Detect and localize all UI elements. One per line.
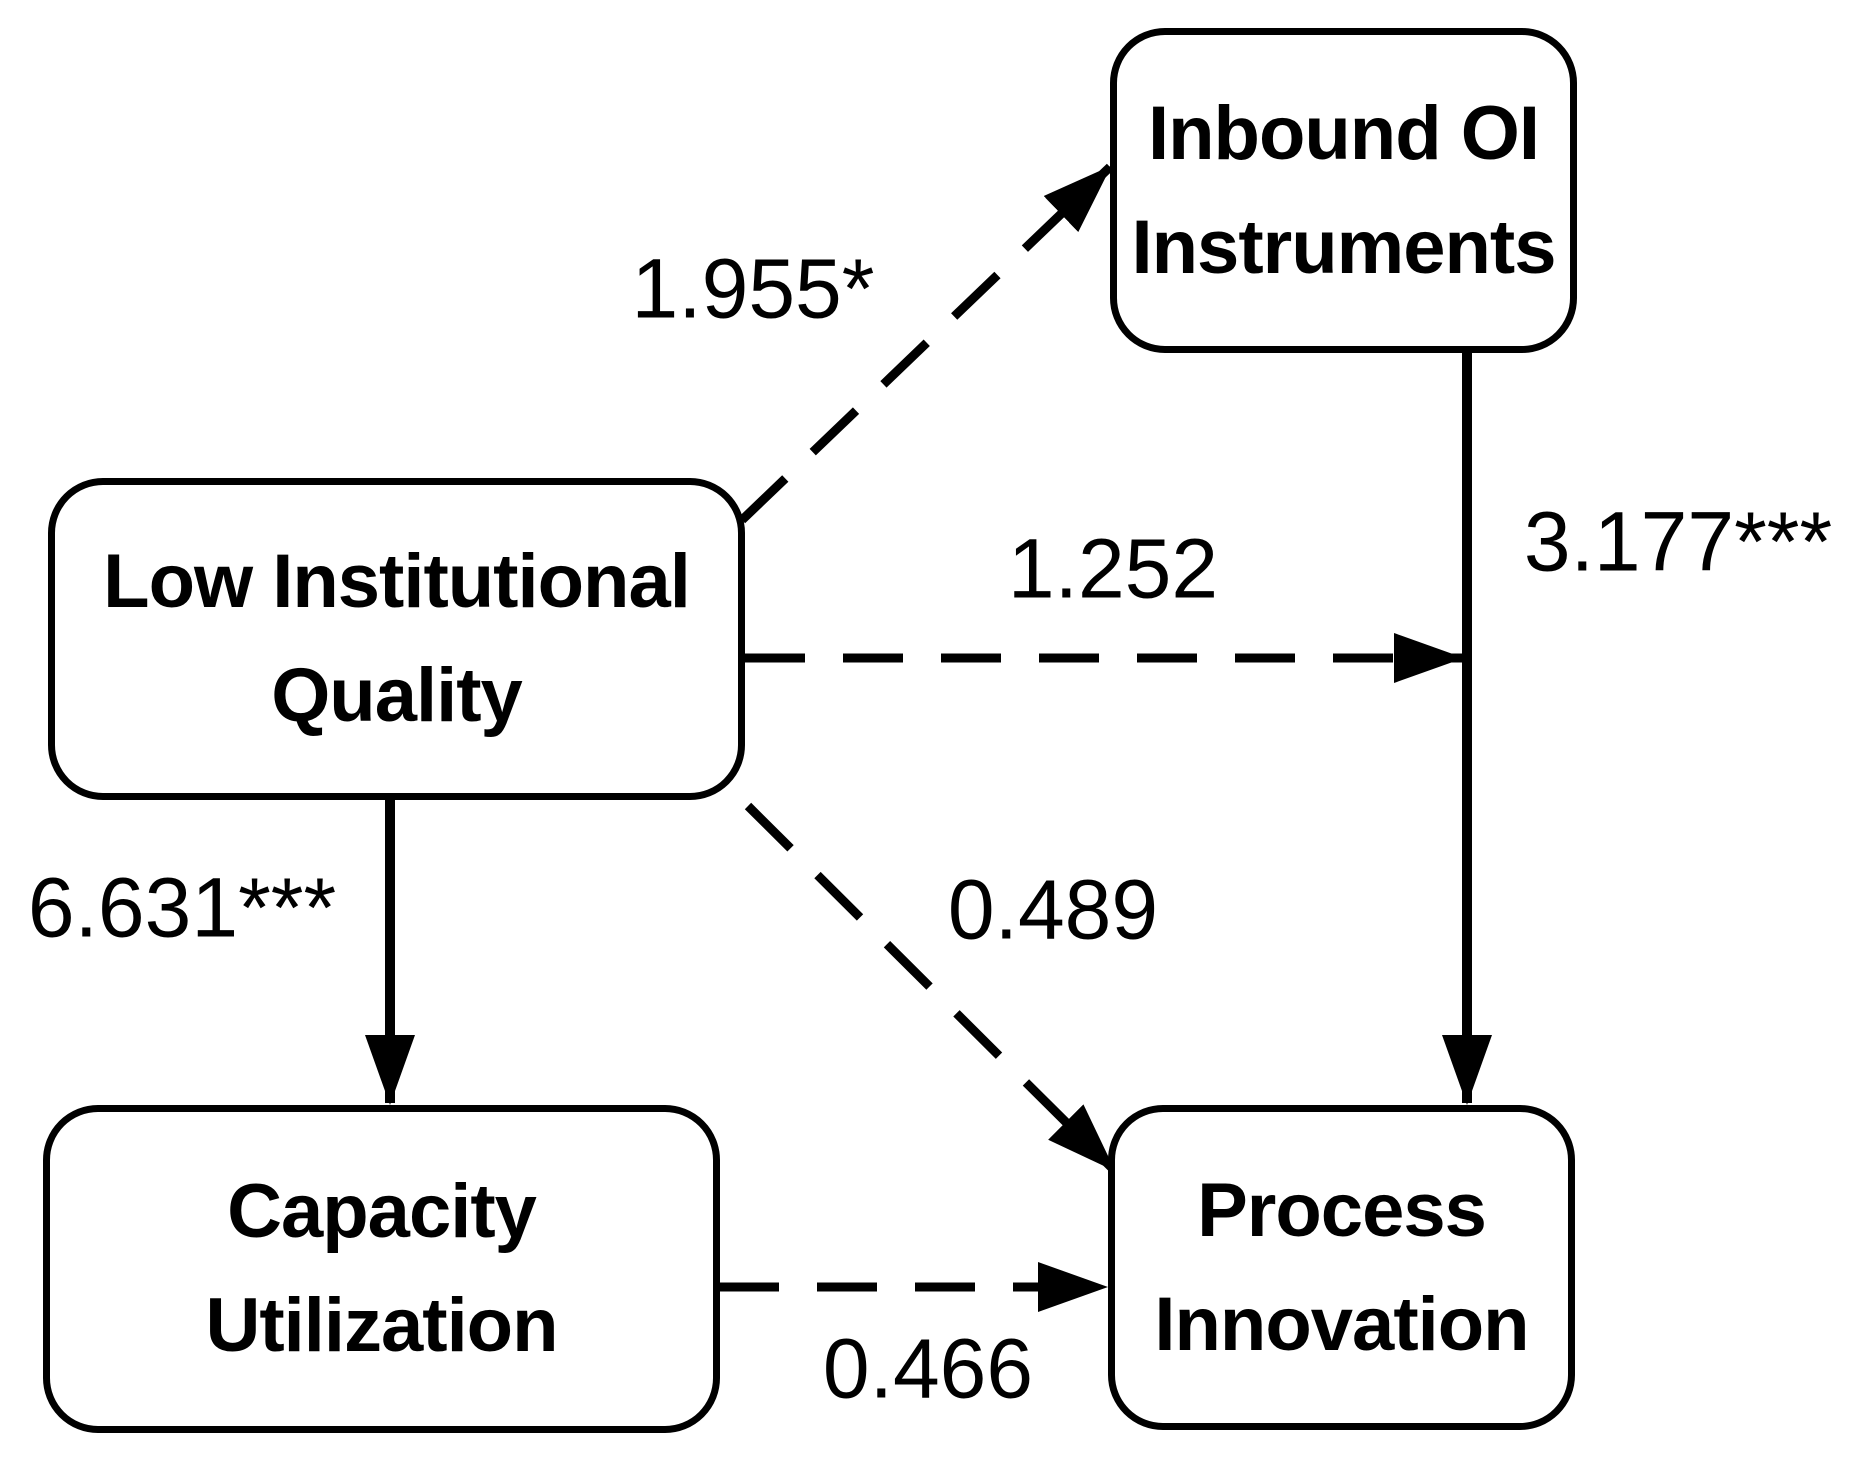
node-label-line: Quality [271, 653, 523, 738]
node-label-line: Process [1197, 1167, 1487, 1253]
node-low-institutional-quality: Low Institutional Quality [48, 478, 745, 800]
edge-label-liq-to-mediation-path: 1.252 [1007, 521, 1219, 616]
node-label-line: Instruments [1131, 204, 1557, 290]
node-inbound-oi-instruments: Inbound OI Instruments [1110, 28, 1577, 353]
edge-label-liq-to-capacity: 6.631*** [27, 860, 337, 955]
edge-label-capacity-to-process: 0.466 [822, 1321, 1034, 1416]
arrow-liq-to-inbound-oi [738, 163, 1114, 524]
node-process-innovation: Process Innovation [1108, 1105, 1575, 1430]
node-label-line: Innovation [1154, 1281, 1529, 1367]
edge-label-inbound-oi-to-process: 3.177*** [1523, 494, 1833, 589]
node-label-line: Capacity [227, 1169, 537, 1254]
edge-label-liq-to-process: 0.489 [947, 862, 1159, 957]
node-label-line: Low Institutional [103, 539, 691, 624]
edge-label-liq-to-inbound-oi: 1.955* [631, 241, 875, 336]
node-label-line: Utilization [205, 1283, 558, 1368]
node-label-line: Inbound OI [1147, 90, 1540, 176]
arrow-liq-to-process [744, 802, 1118, 1174]
node-capacity-utilization: Capacity Utilization [43, 1105, 720, 1433]
